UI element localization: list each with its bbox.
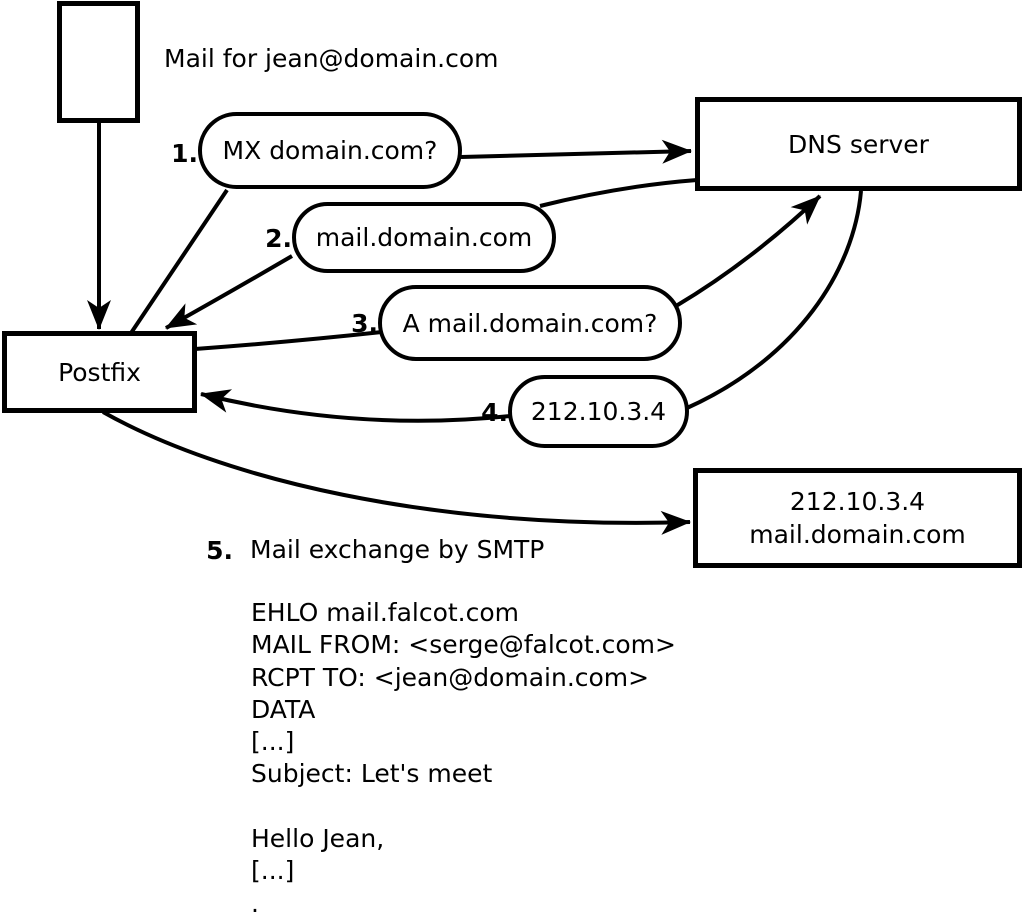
step1-query-mx-pill: MX domain.com? [198, 112, 462, 189]
mail-server-ip: 212.10.3.4 [789, 487, 926, 516]
step4-number: 4. [481, 398, 508, 427]
edge-step4-to-postfix [200, 389, 511, 423]
edge-dns-to-step2 [539, 178, 698, 208]
smtp-line: Hello Jean, [251, 824, 385, 854]
step1-number: 1. [171, 139, 198, 168]
edge-step1-to-dns [460, 139, 692, 164]
mail-title: Mail for jean@domain.com [164, 44, 499, 73]
step3-query-a-pill: A mail.domain.com? [378, 285, 682, 361]
smtp-line: RCPT TO: <jean@domain.com> [251, 662, 650, 692]
edge-postfix-to-step1 [127, 188, 229, 338]
smtp-line: DATA [251, 694, 316, 724]
mail-envelope-node [57, 1, 140, 123]
step3-number: 3. [351, 309, 378, 338]
postfix-node: Postfix [2, 331, 197, 413]
step2-number: 2. [265, 224, 292, 253]
smtp-line: Subject: Let's meet [251, 759, 493, 789]
edge-step3-to-dns [674, 194, 822, 308]
smtp-line: . [251, 888, 259, 918]
smtp-line: EHLO mail.falcot.com [251, 598, 520, 627]
smtp-line: MAIL FROM: <serge@falcot.com> [251, 630, 676, 660]
smtp-transcript: EHLO mail.falcot.com MAIL FROM: <serge@f… [251, 597, 676, 919]
edge-postfix-to-step3 [194, 330, 383, 351]
edge-step2-to-postfix [165, 254, 294, 330]
smtp-line: [...] [251, 727, 295, 757]
dns-server-node: DNS server [695, 97, 1022, 191]
smtp-line: [...] [251, 856, 295, 886]
step2-answer-mx-pill: mail.domain.com [292, 202, 556, 273]
mail-server-node: 212.10.3.4 mail.domain.com [693, 468, 1022, 568]
step4-answer-ip-pill: 212.10.3.4 [508, 375, 689, 448]
smtp-line [251, 791, 676, 823]
step5-number: 5. [206, 536, 233, 565]
mail-server-hostname: mail.domain.com [749, 520, 966, 549]
step5-label: Mail exchange by SMTP [250, 535, 545, 564]
edge-dns-to-step4 [686, 190, 863, 410]
edge-postfix-to-mailserver [102, 410, 691, 535]
